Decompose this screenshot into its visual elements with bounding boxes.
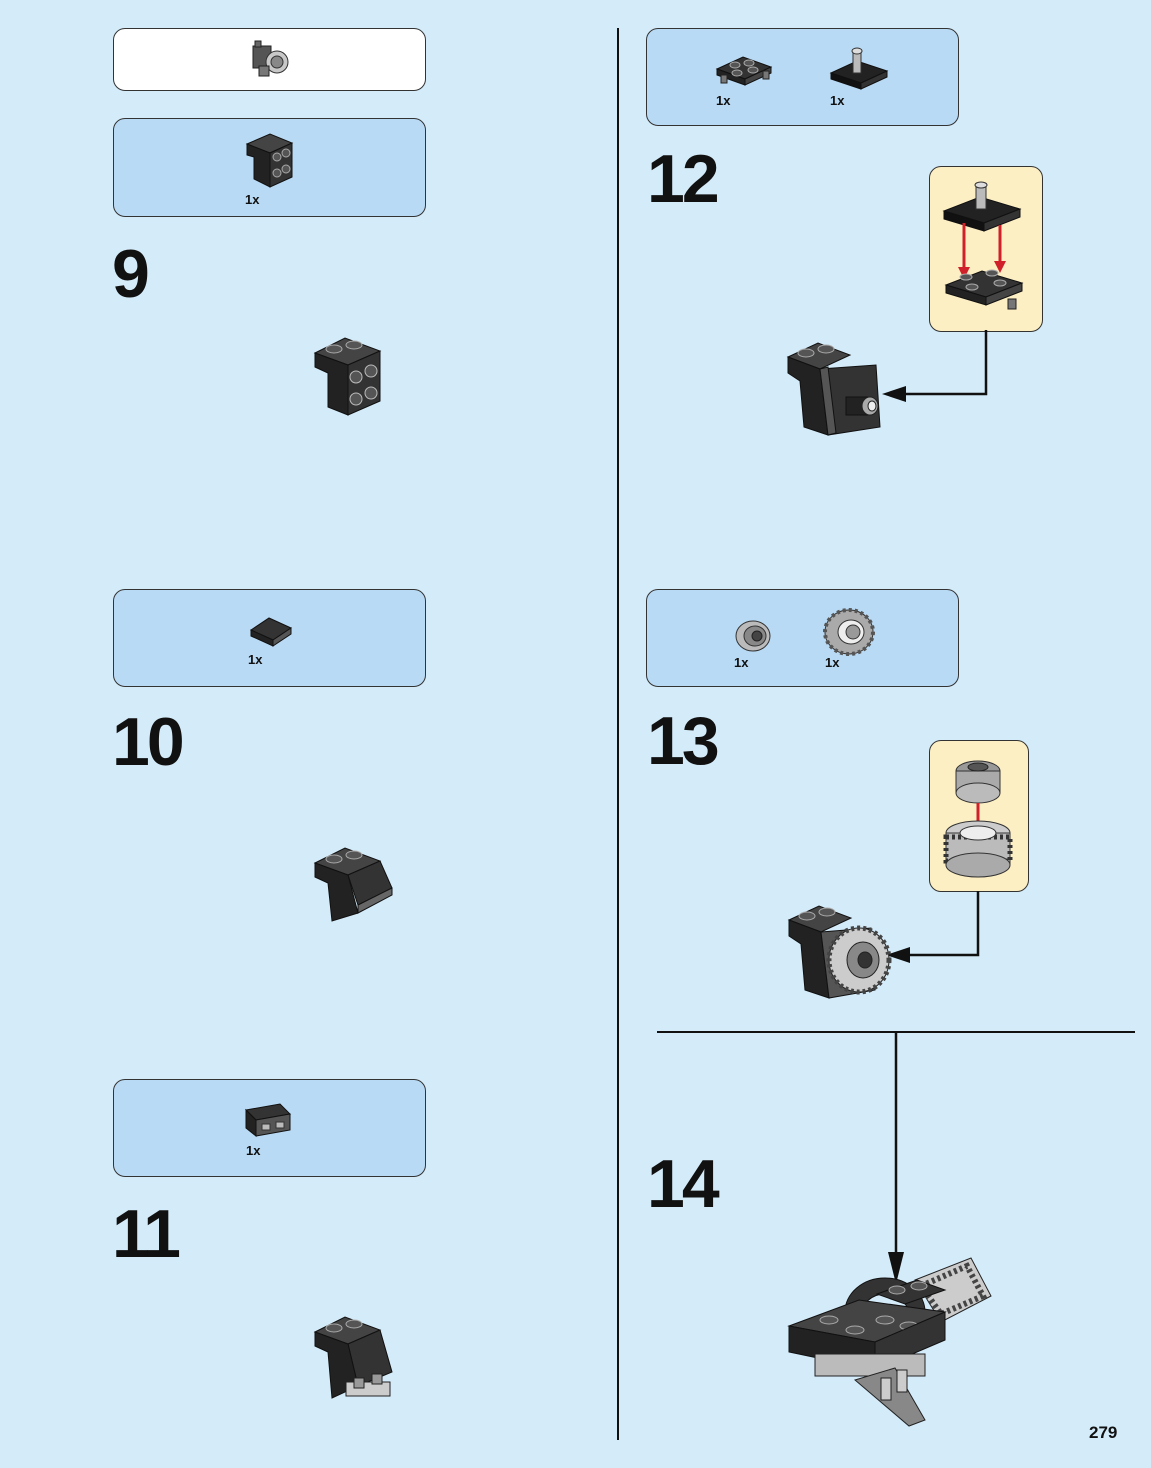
callout-arrow-13 xyxy=(880,891,990,971)
previous-assembly-box xyxy=(113,28,426,91)
parts-list-step-10: 1x xyxy=(113,589,426,687)
plate-2x2-with-pins-icon xyxy=(713,53,777,93)
wheel-hub-icon xyxy=(731,614,775,658)
subassembly-diagram xyxy=(930,741,1026,889)
parts-list-step-9: 1x xyxy=(113,118,426,217)
part-quantity: 1x xyxy=(245,192,259,207)
step-number-14: 14 xyxy=(647,1150,717,1218)
step-11-assembly xyxy=(310,1312,400,1407)
part-quantity: 1x xyxy=(716,93,730,108)
small-assembly-icon xyxy=(247,38,297,83)
part-quantity: 1x xyxy=(246,1143,260,1158)
tire-icon xyxy=(821,604,877,660)
subassembly-callout-12 xyxy=(929,166,1043,332)
part-quantity: 1x xyxy=(248,652,262,667)
step-number-12: 12 xyxy=(647,145,717,213)
subassembly-diagram xyxy=(930,167,1040,329)
parts-list-step-13: 1x 1x xyxy=(646,589,959,687)
step-14-assembly xyxy=(785,1250,1000,1440)
step-number-13: 13 xyxy=(647,707,717,775)
bracket-with-pins-icon xyxy=(242,1100,297,1140)
step-9-assembly xyxy=(310,333,390,418)
callout-arrow-12 xyxy=(876,330,1006,410)
column-divider xyxy=(617,28,619,1440)
part-quantity: 1x xyxy=(825,655,839,670)
step-10-assembly xyxy=(310,843,395,923)
part-quantity: 1x xyxy=(734,655,748,670)
slope-1x2-icon xyxy=(247,612,297,647)
part-quantity: 1x xyxy=(830,93,844,108)
page-number: 279 xyxy=(1089,1423,1117,1443)
subassembly-callout-13 xyxy=(929,740,1029,892)
step-number-11: 11 xyxy=(112,1200,178,1268)
step-number-10: 10 xyxy=(112,708,182,776)
parts-list-step-12: 1x 1x xyxy=(646,28,959,126)
step-13-assembly xyxy=(785,900,895,1000)
step-number-9: 9 xyxy=(112,240,147,308)
step-12-assembly xyxy=(784,337,884,437)
turntable-plate-icon xyxy=(827,43,891,93)
bracket-2x2-icon xyxy=(242,129,302,189)
parts-list-step-11: 1x xyxy=(113,1079,426,1177)
